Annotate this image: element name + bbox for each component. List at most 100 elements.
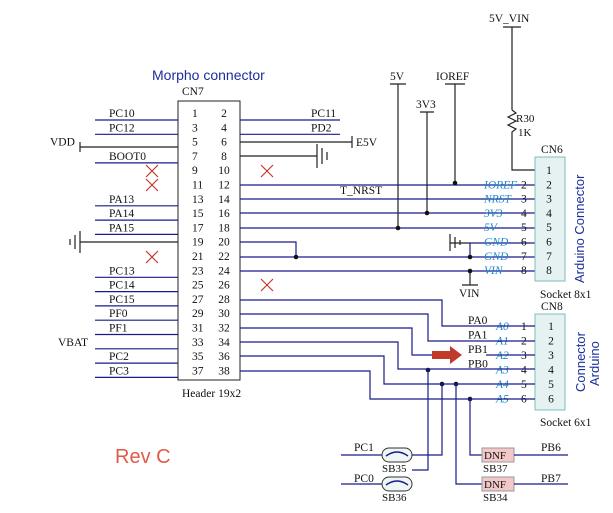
cn6-pin-number: 8 [546, 265, 552, 277]
cn7-ref: CN7 [182, 86, 204, 98]
cn7-left-pin: 25 [192, 280, 204, 292]
cn6-ground-icon [449, 234, 470, 251]
cn6-pin-number: 1 [546, 165, 552, 177]
cn7-left-pin: 33 [192, 337, 204, 349]
arrow-icon [432, 346, 462, 364]
cn7-left-net: PF0 [109, 308, 128, 320]
wire-sb36-tap [412, 370, 429, 471]
cn6-signal-pin: 3 [521, 194, 527, 206]
revision-label: Rev C [115, 446, 171, 468]
label-5v-vin: 5V_VIN [489, 13, 530, 25]
cn7-left-net: PC14 [109, 280, 135, 292]
cn8-signal-label: A4 [495, 379, 509, 391]
wire-gnd [240, 241, 535, 258]
sb35-net: PC1 [354, 442, 374, 454]
cn8-signal-label: A2 [495, 350, 509, 362]
cn6-pin-number: 2 [546, 179, 552, 191]
cn8-pin-number: 2 [548, 336, 554, 348]
cn8-net-label: PA0 [468, 315, 488, 327]
cn8-net-label: PB0 [468, 359, 488, 371]
label-vin: VIN [459, 288, 480, 300]
cn7-right-pin: 8 [221, 151, 227, 163]
cn8-net-label: PB1 [468, 344, 488, 356]
cn7-left-net: BOOT0 [109, 151, 146, 163]
cn7-left-pin: 17 [192, 222, 204, 234]
cn7-right-net: PC11 [311, 108, 336, 120]
wire-a5 [240, 370, 535, 400]
gnd-icon-left [69, 231, 178, 253]
cn7-right-pin: 34 [218, 337, 230, 349]
cn7-left-pin: 11 [192, 180, 203, 192]
cn7-left-net: PC10 [109, 108, 135, 120]
cn6-signal-label: 5V [484, 222, 499, 234]
cn6-body [534, 156, 566, 282]
cn7-left-net: PF1 [109, 323, 128, 335]
cn6-signal-label: NRST [483, 194, 512, 206]
vdd-port [79, 142, 178, 152]
e5v-port [240, 136, 353, 148]
cn7-right-pin: 12 [218, 180, 230, 192]
cn6-pin-number: 5 [546, 222, 552, 234]
label-ioref: IOREF [436, 71, 469, 83]
dnf-net-pb7: PB7 [541, 473, 561, 485]
label-e5v: E5V [356, 137, 378, 149]
cn6-signal-label: GND [484, 251, 509, 263]
wire-pb1 [240, 327, 432, 356]
cn6-signal-pin: 7 [521, 251, 527, 263]
dnf-ref-sb37: SB37 [483, 463, 508, 475]
r30-ref: R30 [516, 113, 535, 125]
cn7-right-pin: 6 [221, 137, 227, 149]
sb36-ref: SB36 [382, 492, 407, 504]
nc-marks [145, 164, 274, 292]
cn6-signal-label: 3V3 [483, 208, 503, 220]
morpho-title: Morpho connector [152, 67, 265, 83]
cn8-signal-label: A3 [495, 365, 509, 377]
cn7-left-pin: 31 [192, 323, 204, 335]
gnd-icon-right [240, 144, 328, 168]
resistor-r30 [506, 109, 535, 171]
cn8-signal-label: A0 [495, 321, 509, 333]
cn6-signal-pin: 6 [521, 237, 527, 249]
cn7-left-pin: 27 [192, 294, 204, 306]
cn8-pin-number: 5 [548, 379, 554, 391]
dnf-ref-sb34: SB34 [483, 492, 508, 504]
cn7-footer: Header 19x2 [182, 388, 241, 400]
cn7-left-net: PC12 [109, 122, 135, 134]
wire-sb35-tap [412, 384, 443, 456]
cn6-footer: Socket 8x1 [540, 289, 592, 301]
rail-5v-vin-wire [503, 26, 521, 110]
cn6-pin-number: 6 [546, 237, 552, 249]
cn7-left-net: PC13 [109, 265, 135, 277]
cn7-right-pin: 30 [218, 308, 230, 320]
rail-3v3-wire [420, 111, 434, 213]
wire-gnd-cn6 [469, 242, 535, 257]
label-5v: 5V [390, 71, 405, 83]
cn6-pin-number: 7 [546, 251, 552, 263]
cn7-left-net: PA14 [109, 208, 134, 220]
cn7-left-net: PC2 [109, 351, 129, 363]
cn7-left-pin: 37 [192, 365, 204, 377]
cn7-left-net-vdd: VDD [50, 137, 75, 149]
cn6-signal-pin: 8 [521, 265, 527, 277]
cn7-left-pin: 29 [192, 308, 204, 320]
cn7-right-net: PD2 [311, 122, 332, 134]
cn7-right-pin: 26 [218, 280, 230, 292]
wire-pa0 [240, 299, 535, 327]
cn8-net-label: PA1 [468, 330, 488, 342]
cn6-pin-number: 3 [546, 194, 552, 206]
dnf-label-sb37: DNF [484, 450, 506, 462]
label-nrst: T_NRST [340, 185, 382, 197]
cn8-pin-number: 3 [548, 350, 554, 362]
cn8-pin-label: 1 [521, 321, 527, 333]
cn6-side-label: Arduino Connector [572, 174, 587, 283]
wire-pa1 [240, 313, 535, 342]
vin-net-port [462, 271, 478, 286]
cn7-right-pin: 24 [218, 265, 230, 277]
cn7-left-pin: 3 [192, 122, 198, 134]
dnf-net-pb6: PB6 [541, 442, 561, 454]
cn6-signal-pin: 2 [521, 179, 527, 191]
cn8-pin-number: 6 [548, 394, 554, 406]
cn7-left-pin: 7 [192, 151, 198, 163]
